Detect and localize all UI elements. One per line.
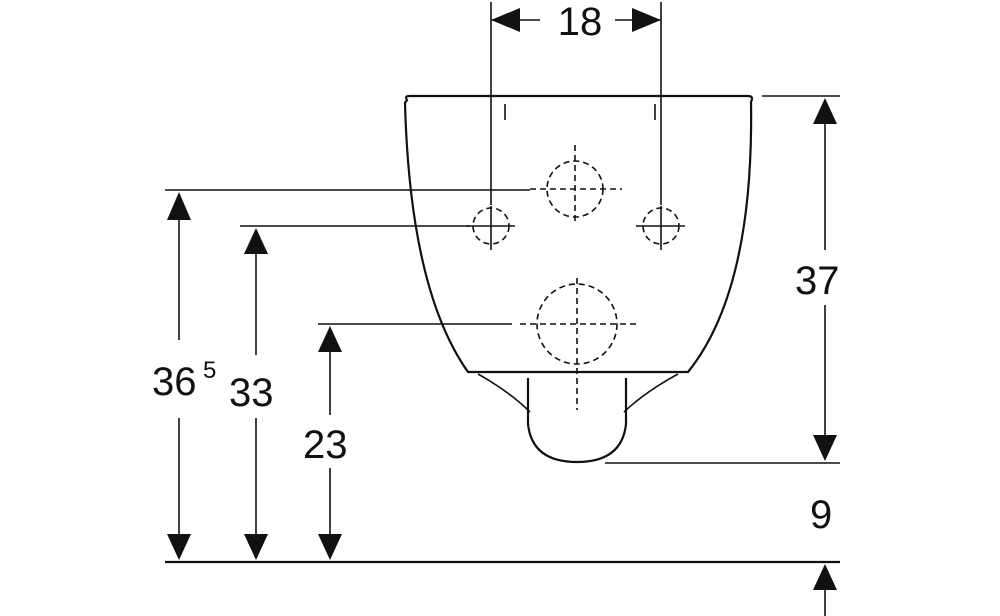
total-height-fraction: 5	[203, 357, 216, 384]
arrow-left	[491, 8, 520, 32]
side-holes-height-dimension: 33	[229, 225, 470, 560]
bottom-height-label: 9	[810, 493, 832, 537]
toilet-pan-outline	[403, 94, 754, 464]
side-holes-height-label: 33	[229, 371, 274, 415]
pan-height-label: 37	[795, 259, 840, 303]
hole-spacing-label: 18	[558, 0, 603, 44]
drain-height-dimension: 23	[303, 323, 512, 560]
drain-height-label: 23	[303, 423, 348, 467]
pan-height-dimension: 37	[605, 95, 840, 464]
bottom-height-dimension: 9	[810, 493, 837, 616]
arrow-right	[632, 8, 661, 32]
total-height-label: 36	[152, 360, 197, 404]
total-height-dimension: 36 5	[152, 189, 530, 560]
hole-spacing-dimension: 18	[490, 0, 662, 205]
connection-holes	[466, 145, 685, 410]
